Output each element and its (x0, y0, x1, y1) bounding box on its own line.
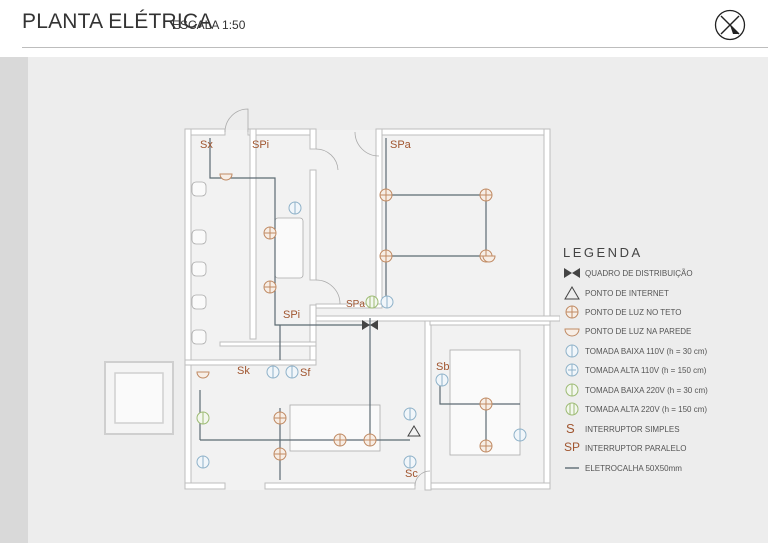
legend-label: PONTO DE INTERNET (585, 289, 669, 298)
legend-item-internet: PONTO DE INTERNET (563, 286, 763, 302)
legend-item-luz-parede: PONTO DE LUZ NA PAREDE (563, 324, 763, 340)
legend-label: PONTO DE LUZ NO TETO (585, 308, 682, 317)
header: PLANTA ELÉTRICA ESCALA 1:50 (0, 0, 768, 50)
switch-label: Sk (237, 365, 250, 377)
switch-icon: S (566, 421, 575, 436)
legend-label: TOMADA BAIXA 110V (h = 30 cm) (585, 347, 708, 356)
outlet-icon (565, 402, 579, 416)
floor-plan: Sx SPi SPa SPa SPi Sk Sf Sb Sc (104, 108, 560, 491)
distribution-panel-icon (362, 320, 378, 330)
outlets (196, 201, 527, 469)
legend-label: INTERRUPTOR PARALELO (585, 444, 687, 453)
switch-label: SPi (283, 309, 300, 321)
internet-point-icon (407, 425, 421, 437)
switch-icon: SP (564, 440, 581, 454)
legend-item-tomada-baixa-220: TOMADA BAIXA 220V (h = 30 cm) (563, 383, 763, 399)
switch-label: SPi (252, 139, 269, 151)
switch-label: SPa (390, 139, 412, 151)
legend-label: TOMADA ALTA 220V (h = 150 cm) (585, 405, 708, 414)
north-arrow-icon (714, 9, 746, 41)
legend-item-tomada-baixa-110: TOMADA BAIXA 110V (h = 30 cm) (563, 344, 763, 360)
switch-label: Sb (436, 361, 449, 373)
cable-tray-icon (565, 467, 579, 469)
legend-label: INTERRUPTOR SIMPLES (585, 425, 680, 434)
switch-label: Sf (300, 367, 311, 379)
legend-item-luz-teto: PONTO DE LUZ NO TETO (563, 305, 763, 321)
ceiling-light-icon (565, 305, 579, 319)
switch-label: Sc (405, 468, 418, 480)
distribution-panel-icon (564, 268, 580, 278)
legend-label: QUADRO DE DISTRIBUIÇÃO (585, 269, 693, 278)
legend-item-interruptor-paralelo: SP INTERRUPTOR PARALELO (563, 440, 763, 457)
legend-item-quadro: QUADRO DE DISTRIBUIÇÃO (563, 266, 763, 282)
outlet-icon (565, 383, 579, 397)
legend-title: LEGENDA (563, 245, 643, 260)
scale-label: ESCALA 1:50 (172, 18, 246, 32)
legend-item-interruptor-simples: S INTERRUPTOR SIMPLES (563, 421, 763, 438)
exterior-unit-inner (114, 372, 164, 424)
outlet-icon (565, 363, 579, 377)
switch-labels: Sx SPi SPa SPa SPi Sk Sf Sb Sc (200, 139, 449, 480)
legend-item-tomada-alta-220: TOMADA ALTA 220V (h = 150 cm) (563, 402, 763, 418)
doors (224, 108, 431, 487)
legend-label: PONTO DE LUZ NA PAREDE (585, 327, 692, 336)
header-divider (22, 47, 768, 48)
legend-label: TOMADA ALTA 110V (h = 150 cm) (585, 366, 707, 375)
legend-label: TOMADA BAIXA 220V (h = 30 cm) (585, 386, 708, 395)
switch-label: SPa (346, 299, 365, 310)
wall-light-icon (564, 328, 580, 337)
switch-label: Sx (200, 139, 213, 151)
outlet-icon (565, 344, 579, 358)
page-title: PLANTA ELÉTRICA (22, 10, 213, 33)
wall-lights (196, 173, 496, 379)
legend-item-tomada-alta-110: TOMADA ALTA 110V (h = 150 cm) (563, 363, 763, 379)
legend-label: ELETROCALHA 50X50mm (585, 464, 682, 473)
sheet-margin (0, 57, 28, 543)
walls (184, 128, 560, 491)
internet-point-icon (564, 286, 580, 300)
legend-item-eletrocalha: ELETROCALHA 50X50mm (563, 461, 763, 477)
